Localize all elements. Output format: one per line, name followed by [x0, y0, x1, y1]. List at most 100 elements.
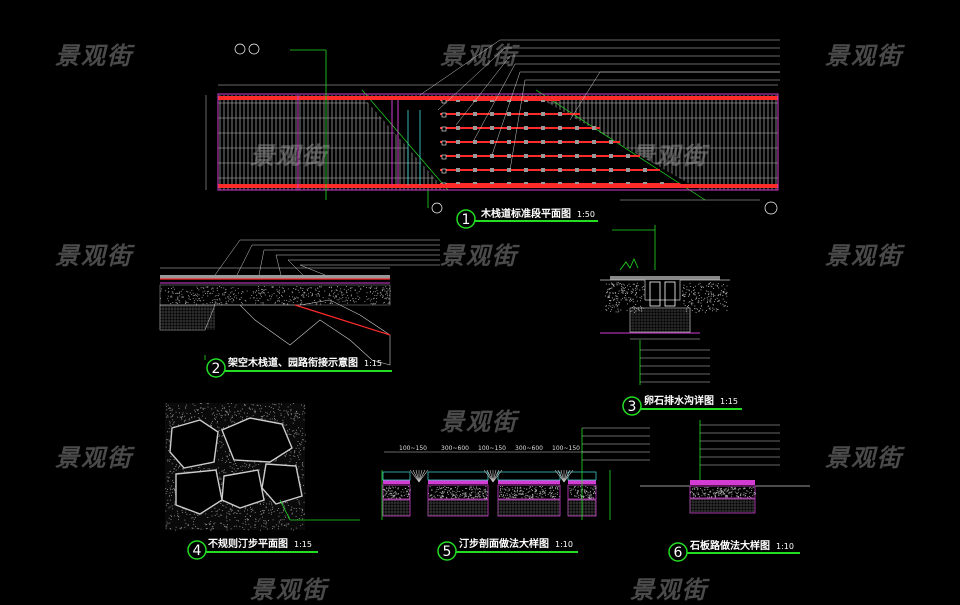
aggregate-dot — [334, 298, 335, 299]
aggregate-dot — [702, 286, 703, 287]
dimension-label: 300~600 — [515, 445, 543, 452]
aggregate-dot — [294, 418, 295, 419]
aggregate-dot — [272, 404, 273, 405]
aggregate-dot — [281, 524, 282, 525]
aggregate-dot — [627, 293, 628, 294]
aggregate-dot — [358, 299, 359, 300]
aggregate-dot — [166, 447, 167, 448]
aggregate-dot — [716, 308, 717, 309]
aggregate-dot — [292, 292, 293, 293]
aggregate-dot — [628, 297, 629, 298]
aggregate-dot — [731, 489, 732, 490]
aggregate-dot — [254, 525, 255, 526]
aggregate-dot — [296, 411, 297, 412]
aggregate-dot — [727, 490, 728, 491]
aggregate-dot — [219, 441, 220, 442]
aggregate-dot — [531, 489, 532, 490]
aggregate-dot — [275, 419, 276, 420]
aggregate-dot — [637, 283, 638, 284]
aggregate-dot — [514, 491, 515, 492]
aggregate-dot — [350, 300, 351, 301]
aggregate-dot — [456, 492, 457, 493]
aggregate-dot — [333, 296, 334, 297]
aggregate-dot — [386, 492, 387, 493]
aggregate-dot — [453, 498, 454, 499]
aggregate-dot — [592, 489, 593, 490]
aggregate-dot — [301, 295, 302, 296]
aggregate-dot — [609, 293, 610, 294]
aggregate-dot — [281, 295, 282, 296]
aggregate-dot — [277, 301, 278, 302]
aggregate-dot — [384, 298, 385, 299]
aggregate-dot — [536, 496, 537, 497]
aggregate-dot — [302, 290, 303, 291]
aggregate-dot — [459, 491, 460, 492]
aggregate-dot — [220, 479, 221, 480]
aggregate-dot — [171, 486, 172, 487]
aggregate-dot — [519, 491, 520, 492]
pier — [609, 140, 613, 144]
aggregate-dot — [636, 286, 637, 287]
aggregate-dot — [247, 514, 248, 515]
aggregate-dot — [274, 511, 275, 512]
aggregate-dot — [609, 300, 610, 301]
aggregate-dot — [716, 493, 717, 494]
aggregate-dot — [351, 295, 352, 296]
aggregate-dot — [682, 295, 683, 296]
aggregate-dot — [532, 494, 533, 495]
aggregate-dot — [287, 430, 288, 431]
aggregate-dot — [473, 487, 474, 488]
aggregate-dot — [357, 293, 358, 294]
aggregate-dot — [698, 300, 699, 301]
aggregate-dot — [166, 417, 167, 418]
pier — [456, 154, 460, 158]
aggregate-dot — [215, 508, 216, 509]
aggregate-dot — [240, 513, 241, 514]
aggregate-dot — [712, 310, 713, 311]
aggregate-dot — [717, 301, 718, 302]
aggregate-dot — [529, 488, 530, 489]
aggregate-dot — [476, 486, 477, 487]
aggregate-dot — [595, 488, 596, 489]
aggregate-dot — [230, 509, 231, 510]
aggregate-dot — [173, 293, 174, 294]
aggregate-dot — [522, 497, 523, 498]
aggregate-dot — [611, 309, 612, 310]
aggregate-dot — [252, 467, 253, 468]
aggregate-dot — [278, 508, 279, 509]
aggregate-dot — [624, 297, 625, 298]
aggregate-dot — [374, 288, 375, 289]
aggregate-dot — [293, 418, 294, 419]
aggregate-dot — [250, 515, 251, 516]
aggregate-dot — [465, 488, 466, 489]
aggregate-dot — [312, 295, 313, 296]
aggregate-dot — [718, 295, 719, 296]
aggregate-dot — [246, 464, 247, 465]
aggregate-dot — [230, 296, 231, 297]
aggregate-dot — [221, 302, 222, 303]
aggregate-dot — [720, 488, 721, 489]
aggregate-dot — [209, 523, 210, 524]
aggregate-dot — [387, 297, 388, 298]
aggregate-dot — [548, 494, 549, 495]
aggregate-dot — [222, 436, 223, 437]
aggregate-dot — [621, 292, 622, 293]
aggregate-dot — [262, 419, 263, 420]
aggregate-dot — [611, 288, 612, 289]
aggregate-dot — [185, 303, 186, 304]
aggregate-dot — [452, 494, 453, 495]
aggregate-dot — [172, 508, 173, 509]
aggregate-dot — [219, 477, 220, 478]
aggregate-dot — [386, 493, 387, 494]
aggregate-dot — [172, 463, 173, 464]
aggregate-dot — [272, 509, 273, 510]
aggregate-dot — [249, 407, 250, 408]
aggregate-dot — [532, 486, 533, 487]
aggregate-dot — [176, 300, 177, 301]
aggregate-dot — [435, 492, 436, 493]
aggregate-dot — [707, 489, 708, 490]
aggregate-dot — [724, 301, 725, 302]
aggregate-dot — [574, 486, 575, 487]
aggregate-dot — [571, 494, 572, 495]
aggregate-dot — [536, 490, 537, 491]
